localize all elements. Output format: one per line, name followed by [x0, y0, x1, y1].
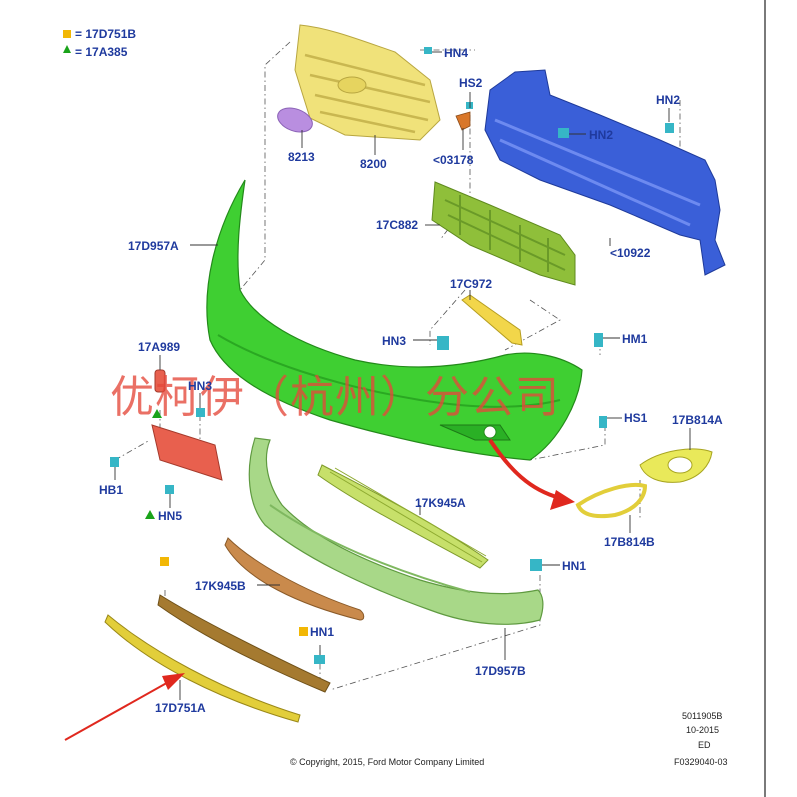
label-hm1: HM1 — [622, 332, 648, 346]
label-10922: <10922 — [610, 246, 651, 260]
label-17k945b: 17K945B — [195, 579, 246, 593]
red-arrow-icon — [488, 438, 575, 510]
label-hn5: HN5 — [158, 509, 182, 523]
reference-code-1: 5011905B — [682, 711, 722, 721]
leader-lines — [114, 51, 691, 700]
label-hn2-a: HN2 — [589, 128, 613, 142]
red-arrow-lower-icon — [64, 673, 185, 741]
air-deflector-17k945b — [224, 537, 365, 621]
label-17c882: 17C882 — [376, 218, 418, 232]
label-17a989: 17A989 — [138, 340, 180, 354]
label-17c972: 17C972 — [450, 277, 492, 291]
label-hn4: HN4 — [444, 46, 468, 60]
label-17d957a: 17D957A — [128, 239, 179, 253]
bracket-17c972 — [461, 294, 523, 346]
legend-triangle-icon — [63, 45, 71, 53]
lower-trim-strip-17d751a — [104, 614, 301, 723]
label-17b814a: 17B814A — [672, 413, 723, 427]
lower-strip — [157, 594, 331, 693]
lower-bumper-cover-17d957b — [248, 437, 544, 625]
legend-17d751b: = 17D751B — [75, 27, 136, 41]
reference-code-4: F0329040-03 — [674, 757, 728, 767]
fog-lamp-bezel-17b814b — [575, 483, 648, 519]
label-17d751a: 17D751A — [155, 701, 206, 715]
label-17k945a: 17K945A — [415, 496, 466, 510]
legend-square-icon — [63, 30, 71, 38]
reference-code-3: ED — [698, 740, 711, 750]
fastener-icons — [110, 47, 674, 664]
label-hn2-b: HN2 — [656, 93, 680, 107]
marker-triangle-icon — [152, 409, 162, 418]
marker-square-icon — [160, 557, 169, 566]
reference-code-2: 10-2015 — [686, 725, 719, 735]
radiator-grille-8200 — [294, 24, 441, 141]
lower-grille-17k945a — [317, 464, 489, 569]
label-hn3-a: HN3 — [382, 334, 406, 348]
label-17b814b: 17B814B — [604, 535, 655, 549]
emblem-8213 — [277, 107, 313, 133]
copyright-notice: © Copyright, 2015, Ford Motor Company Li… — [290, 757, 484, 767]
label-8200: 8200 — [360, 157, 387, 171]
watermark: 优柯伊（杭州）分公司 — [110, 372, 560, 423]
side-reflector-panel — [151, 424, 223, 481]
marker-square-icon — [299, 627, 308, 636]
label-hb1: HB1 — [99, 483, 123, 497]
label-8213: 8213 — [288, 150, 315, 164]
legend-17a385: = 17A385 — [75, 45, 128, 59]
bumper-reinforcement-10922 — [484, 69, 726, 276]
label-17d957b: 17D957B — [475, 664, 526, 678]
label-hn1-b: HN1 — [310, 625, 334, 639]
marker-triangle-icon — [145, 510, 155, 519]
label-hn1-a: HN1 — [562, 559, 586, 573]
label-03178: <03178 — [433, 153, 474, 167]
label-hs2: HS2 — [459, 76, 483, 90]
fog-lamp-bezel-17b814a — [639, 448, 713, 483]
label-hn3-b: HN3 — [188, 379, 212, 393]
label-hs1: HS1 — [624, 411, 648, 425]
energy-absorber-17c882 — [431, 181, 576, 286]
bumper-cover-17d957a — [206, 179, 583, 461]
